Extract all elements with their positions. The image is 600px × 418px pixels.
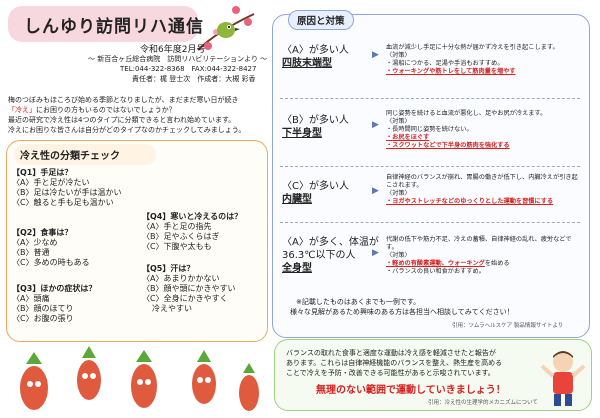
cause-c-desc: 自律神経のバランスが崩れ、胃腸の働きが低下し、内臓冷えが引き起こされます。 〈対… [386, 174, 582, 206]
q2-a: 〈A〉少なめ [12, 238, 58, 247]
cause-b-desc: 同じ姿勢を続けると血流が悪化し、足やお尻が冷えます。 〈対策〉 ・長時間同じ姿勢… [386, 110, 582, 150]
note-line1: ※記載したものはあくまでも一例です。 [296, 298, 421, 306]
org-line3: 責任者：梶 登士次 作成者：大槻 彩香 [132, 75, 256, 83]
cause-d-desc1: 代謝の低下や筋力不足、冷えの蓄積、自律神経の乱れ、疲労などです。 [386, 236, 572, 251]
q2-c: 〈C〉多めの時もある [12, 258, 90, 267]
page-title: しんゆり訪問リハ通信 [24, 17, 204, 37]
q4-a: 〈A〉手と足の指先 [142, 222, 212, 231]
cause-d-label-text: 〈A〉が多く、体温が [282, 237, 379, 248]
org-line1: ～ 新百合ヶ丘総合病院 訪問リハビリテーションより ～ [88, 55, 268, 63]
question-2: 【Q2】食事は？ 〈A〉少なめ 〈B〉普通 〈C〉多めの時もある [12, 228, 90, 268]
arrow-icon: ▶ [372, 248, 379, 258]
q5-title: 【Q5】汗は？ [142, 264, 195, 273]
mascot-illustration [4, 338, 264, 414]
causes-heading: 原因と対策 [288, 10, 354, 30]
summary-emphasis: 無理のない範囲で運動していきましょう！ [316, 385, 506, 396]
summary-line2: あります。これらは自律神経機能のバランスを整え、熱生産を高める [286, 359, 503, 367]
cause-a-desc1: 血流が減少し手足に十分な熱が届かず冷えを引き起こします。 [386, 44, 559, 51]
question-4: 【Q4】寒いと冷えるのは？ 〈A〉手と足の指先 〈B〉足やふくらはぎ 〈C〉下腹… [142, 212, 242, 252]
q5-b: 〈B〉顔や頭にかきやすい [142, 284, 236, 293]
q1-a: 〈A〉手と足が冷たい [12, 178, 90, 187]
intro-line4: 冷えにお困りな皆さんは自分がどのタイプなのかチェックしてみましょう。 [8, 126, 246, 134]
q2-b: 〈B〉普通 [12, 248, 50, 257]
note-line2: 様々な見解があるため興味のある方は各担当へ相談してみてください！ [290, 308, 514, 316]
cause-c-desc2: 〈対策〉 [386, 190, 411, 197]
question-1: 【Q1】手足は？ 〈A〉手と足が冷たい 〈B〉足は冷たいが手は温かい 〈C〉触る… [12, 168, 122, 208]
divider [280, 98, 580, 99]
cause-d-desc: 代謝の低下や筋力不足、冷えの蓄積、自律神経の乱れ、疲労などです。 〈対策〉 ・軽… [386, 236, 582, 276]
cause-d-hl1b: を始める [484, 260, 510, 267]
cause-b-desc3: ・長時間同じ姿勢を続けない。 [386, 126, 473, 133]
bird-illustration [196, 2, 256, 54]
q3-c: 〈C〉お腹の張り [12, 314, 74, 323]
arrow-icon: ▶ [372, 50, 379, 60]
causes-citation: 引用：ツムラヘルスケア 製品情報サイトより [452, 323, 564, 329]
q5-c: 〈C〉全身にかきやすく [142, 294, 228, 303]
q3-a: 〈A〉頭痛 [12, 294, 50, 303]
cause-c-label-text: 〈C〉が多い人 [282, 181, 349, 192]
cause-c-hl1: ・ヨガやストレッチなどのゆっくりとした運動を習慣にする [386, 198, 554, 205]
summary-citation: 引用：冷え性の生理学的メカニズムについて [428, 400, 538, 406]
cause-a-desc2: 〈対策〉 [386, 52, 411, 59]
q1-b: 〈B〉足は冷たいが手は温かい [12, 188, 122, 197]
cause-c-name: 内臓型 [282, 194, 312, 205]
q2-title: 【Q2】食事は？ [12, 228, 73, 237]
cause-b-desc1: 同じ姿勢を続けると血流が悪化し、足やお尻が冷えます。 [386, 110, 547, 117]
cause-a-hl1: ・ウォーキングや筋トレをして筋肉量を増やす [386, 68, 516, 75]
cause-c-label: 〈C〉が多い人 内臓型 [282, 180, 349, 206]
exercise-illustration [538, 348, 588, 408]
q5-c2: 冷えやすい [152, 304, 192, 313]
intro-line3: 最近の研究で冷え性は4つのタイプに分類できると言われ始めています。 [8, 116, 236, 124]
cause-d-hl1: ・軽めの有酸素運動、ウォーキング [386, 260, 485, 267]
q5-a: 〈A〉あまりかかない [142, 274, 220, 283]
summary-text: バランスの取れた食事と適度な運動は冷え感を軽減させたと報告が あります。これらは… [286, 348, 532, 378]
issue-label: 令和6年度2月号 [140, 45, 206, 55]
intro-text: 梅のつぼみもほころび始める季節となりましたが、まだまだ寒い日が続き 「冷え」にお… [8, 95, 270, 135]
intro-line2: にお困りの方もいるのではないでしょうか？ [36, 106, 176, 114]
arrow-icon: ▶ [372, 186, 379, 196]
cause-d-label: 〈A〉が多く、体温が 36.3℃以下の人 全身型 [282, 236, 379, 275]
cause-d-desc2: 〈対策〉 [386, 252, 411, 259]
cause-b-name: 下半身型 [282, 128, 322, 139]
intro-highlight: 「冷え」 [8, 106, 36, 114]
q3-title: 【Q3】ほかの症状は？ [12, 284, 97, 293]
summary-line1: バランスの取れた食事と適度な運動は冷え感を軽減させたと報告が [286, 349, 496, 357]
q1-title: 【Q1】手足は？ [12, 168, 73, 177]
summary-line3: ことで冷えを予防・改善できる可能性があると示唆されています。 [286, 369, 495, 377]
cause-b-hl2: ・スクワットなどで下半身の筋肉を強化する [386, 142, 510, 149]
q4-c: 〈C〉下腹や太もも [142, 242, 212, 251]
cause-a-name: 四肢末端型 [282, 58, 332, 69]
cause-b-desc2: 〈対策〉 [386, 118, 411, 125]
cause-d-name: 全身型 [282, 263, 312, 274]
cause-a-label: 〈A〉が多い人 四肢末端型 [282, 44, 349, 70]
org-line2: TEL:044-322-8368 FAX:044-322-8427 [120, 65, 257, 73]
cause-b-label-text: 〈B〉が多い人 [282, 115, 349, 126]
cause-b-hl1: ・お尻をほぐす [386, 134, 430, 141]
cause-a-desc3: ・湯船につかる、足湯や手浴もおすすめ。 [386, 60, 504, 67]
cause-b-label: 〈B〉が多い人 下半身型 [282, 114, 349, 140]
check-heading: 冷え性の分類チェック [14, 144, 156, 165]
question-5: 【Q5】汗は？ 〈A〉あまりかかない 〈B〉顔や頭にかきやすい 〈C〉全身にかき… [142, 264, 236, 314]
arrow-icon: ▶ [372, 120, 379, 130]
title-banner [8, 6, 198, 42]
divider [280, 166, 580, 167]
q4-title: 【Q4】寒いと冷えるのは？ [142, 212, 243, 221]
intro-line1: 梅のつぼみもほころび始める季節となりましたが、まだまだ寒い日が続き [8, 96, 239, 104]
question-3: 【Q3】ほかの症状は？ 〈A〉頭痛 〈B〉顔のほてり 〈C〉お腹の張り [12, 284, 96, 324]
cause-a-label-text: 〈A〉が多い人 [282, 45, 349, 56]
q3-b: 〈B〉顔のほてり [12, 304, 74, 313]
divider [280, 222, 580, 223]
cause-a-desc: 血流が減少し手足に十分な熱が届かず冷えを引き起こします。 〈対策〉 ・湯船につか… [386, 44, 582, 76]
causes-panel [272, 14, 590, 338]
cause-c-desc1: 自律神経のバランスが崩れ、胃腸の働きが低下し、内臓冷えが引き起こされます。 [386, 174, 578, 189]
check-panel [6, 140, 268, 342]
q1-c: 〈C〉触ると手も足も温かい [12, 198, 114, 207]
summary-box [274, 339, 592, 411]
cause-d-label-text2: 36.3℃以下の人 [282, 250, 356, 261]
cause-d-hl2: ・バランスの良い和食がおすすめ。 [386, 268, 485, 275]
q4-b: 〈B〉足やふくらはぎ [142, 232, 220, 241]
